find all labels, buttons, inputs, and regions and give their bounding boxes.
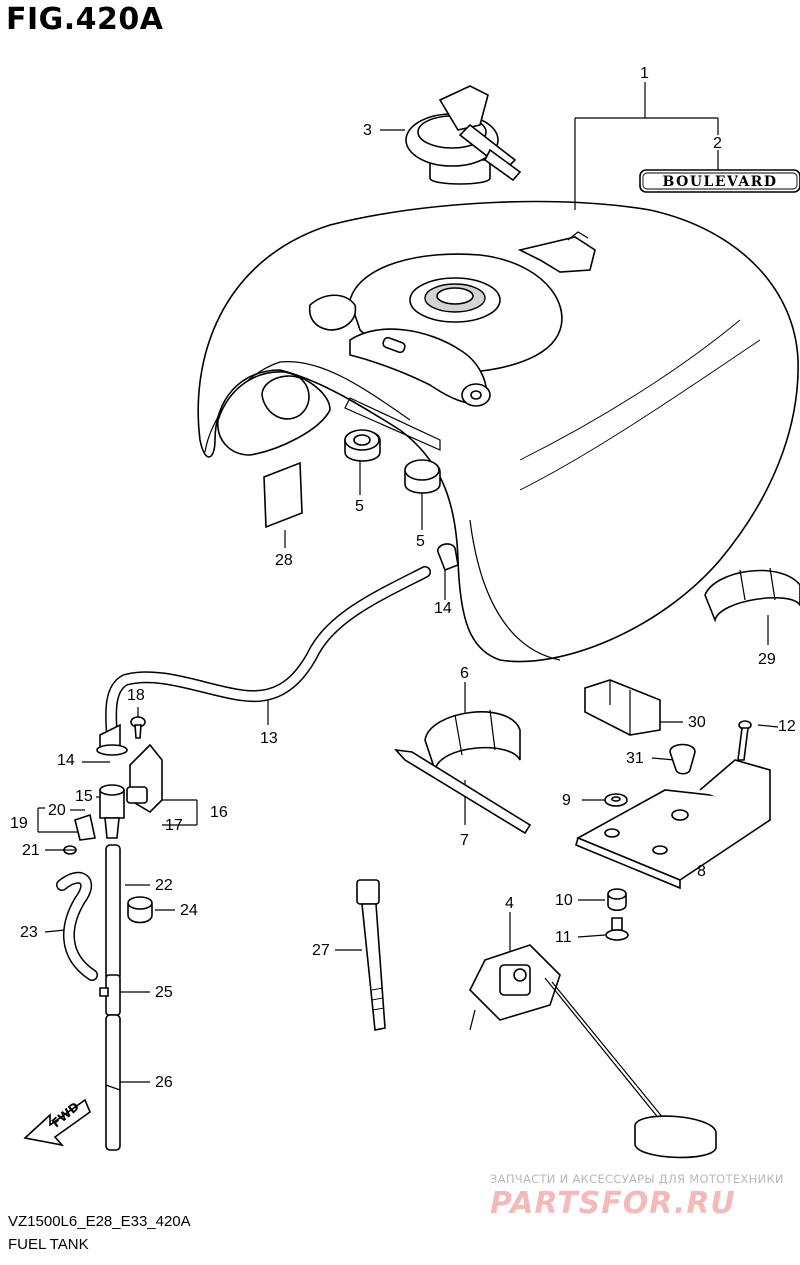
callout-18: 18 (127, 687, 145, 704)
tank-mount-bracket[interactable] (575, 759, 772, 890)
model-code: VZ1500L6_E28_E33_420A (8, 1213, 191, 1230)
figure-title: FIG.420A (6, 2, 164, 37)
cable-tie-band[interactable] (393, 748, 532, 835)
callout-31: 31 (626, 750, 644, 767)
callout-24: 24 (180, 902, 198, 919)
callout-22: 22 (155, 877, 173, 894)
callout-17: 17 (165, 817, 183, 834)
label-sheet[interactable] (263, 461, 303, 529)
callout-12: 12 (778, 718, 796, 735)
callout-15: 15 (75, 788, 93, 805)
callout-30: 30 (688, 714, 706, 731)
grommet-front[interactable] (344, 429, 381, 462)
leader-lines (37, 82, 779, 1083)
breather-hose[interactable] (105, 566, 431, 741)
callout-13: 13 (260, 730, 278, 747)
callout-10: 10 (555, 892, 573, 909)
callout-23: 23 (20, 924, 38, 941)
callout-16: 16 (210, 804, 228, 821)
collar[interactable] (607, 888, 627, 912)
callout-28: 28 (275, 552, 293, 569)
drain-hose[interactable] (56, 871, 98, 981)
callout-8: 8 (697, 863, 706, 880)
callout-14a: 14 (57, 752, 75, 769)
screw-18[interactable] (130, 716, 146, 739)
boulevard-emblem[interactable]: BOULEVARD (639, 169, 800, 193)
drain-hose-lower[interactable] (105, 1014, 121, 1151)
three-way-joint[interactable] (99, 974, 121, 1016)
callout-5b: 5 (416, 533, 425, 550)
hose-cap[interactable] (127, 896, 153, 924)
callout-7: 7 (460, 832, 469, 849)
callout-6: 6 (460, 665, 469, 682)
callout-27: 27 (312, 942, 330, 959)
callout-26: 26 (155, 1074, 173, 1091)
mounting-bolt[interactable] (737, 720, 752, 761)
washer[interactable] (604, 793, 628, 807)
watermark-tagline: ЗАПЧАСТИ И АКСЕССУАРЫ ДЛЯ МОТОТЕХНИКИ (490, 1172, 784, 1186)
callout-20: 20 (48, 802, 66, 819)
fuel-level-gauge[interactable] (469, 944, 717, 1159)
tank-cushion-rear[interactable] (704, 567, 800, 623)
callout-3: 3 (363, 122, 372, 139)
fwd-arrow-icon (23, 1098, 91, 1147)
bracket-20[interactable] (74, 813, 96, 841)
drain-pipe[interactable] (105, 844, 121, 981)
emblem-text: BOULEVARD (663, 174, 778, 190)
watermark-logo: PARTSFOR.RU (490, 1186, 736, 1221)
grommet-rear[interactable] (404, 459, 441, 494)
fuel-cap[interactable] (405, 85, 522, 185)
figure-name: FUEL TANK (8, 1236, 89, 1253)
flange-bolt[interactable] (605, 917, 629, 941)
callout-4: 4 (505, 895, 514, 912)
callout-29: 29 (758, 651, 776, 668)
callout-11: 11 (555, 929, 572, 946)
callout-19: 19 (10, 815, 28, 832)
valve-assembly[interactable] (96, 723, 163, 839)
rubber-block[interactable] (584, 679, 661, 736)
callout-21: 21 (22, 842, 40, 859)
callout-9: 9 (562, 792, 571, 809)
bumper-cushion[interactable] (669, 743, 696, 775)
callout-5a: 5 (355, 498, 364, 515)
tank-cushion-front[interactable] (424, 709, 521, 774)
fuel-tank[interactable] (197, 200, 799, 663)
callout-2: 2 (713, 135, 722, 152)
callout-14b: 14 (434, 600, 452, 617)
hose-clip-upper[interactable] (437, 543, 459, 572)
callout-1: 1 (640, 65, 649, 82)
cable-tie[interactable] (356, 879, 386, 1031)
screw-21[interactable] (62, 845, 77, 855)
callout-25: 25 (155, 984, 173, 1001)
